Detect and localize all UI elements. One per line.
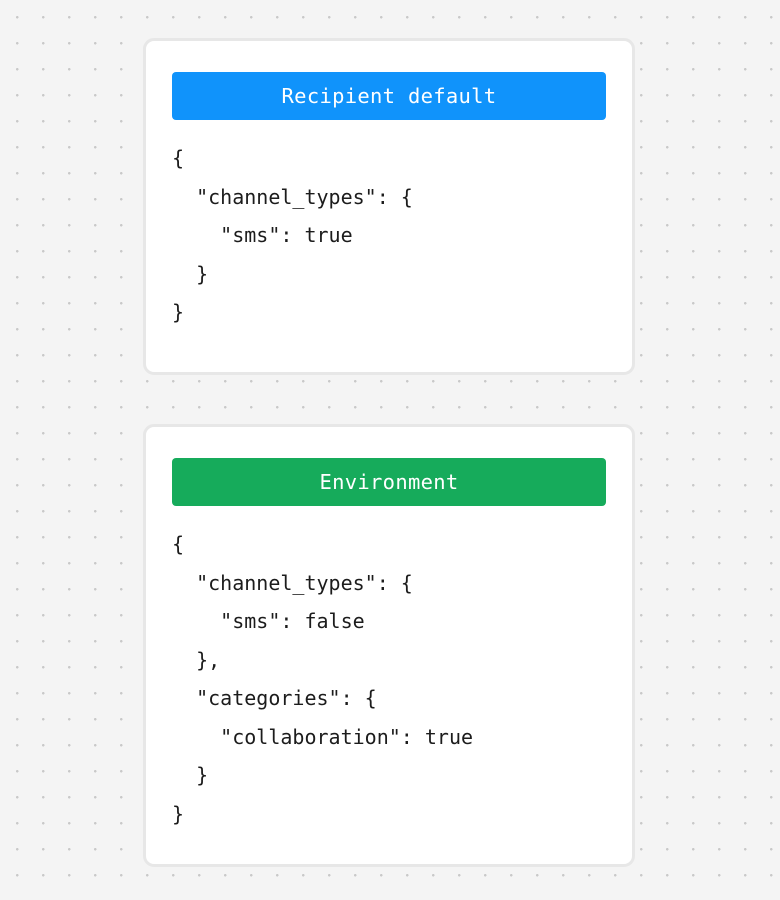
card-header-title: Environment bbox=[319, 469, 459, 494]
card-environment[interactable]: Environment { "channel_types": { "sms": … bbox=[143, 424, 635, 867]
card-recipient-default[interactable]: Recipient default { "channel_types": { "… bbox=[143, 38, 635, 375]
code-line: "channel_types": { bbox=[172, 570, 413, 595]
code-line: "sms": false bbox=[172, 609, 365, 633]
code-block-recipient-default: { "channel_types": { "sms": true }} bbox=[172, 139, 618, 332]
card-body-recipient-default: { "channel_types": { "sms": true }} bbox=[172, 139, 618, 332]
code-line: { bbox=[172, 146, 185, 170]
card-header-environment[interactable]: Environment bbox=[172, 458, 606, 506]
card-body-environment: { "channel_types": { "sms": false }, "ca… bbox=[172, 525, 618, 833]
card-header-recipient-default[interactable]: Recipient default bbox=[172, 72, 606, 120]
code-block-environment: { "channel_types": { "sms": false }, "ca… bbox=[172, 525, 618, 833]
code-line: "sms": true bbox=[172, 223, 353, 247]
code-line: } bbox=[172, 763, 209, 787]
code-line: } bbox=[172, 801, 185, 826]
code-line: "categories": { bbox=[172, 686, 377, 710]
code-line: } bbox=[172, 300, 185, 324]
code-line: }, bbox=[172, 647, 221, 672]
code-line: "channel_types": { bbox=[172, 184, 413, 209]
code-line: "collaboration": true bbox=[172, 724, 474, 749]
code-line: { bbox=[172, 532, 185, 556]
card-header-title: Recipient default bbox=[281, 83, 497, 108]
code-line: } bbox=[172, 261, 209, 286]
